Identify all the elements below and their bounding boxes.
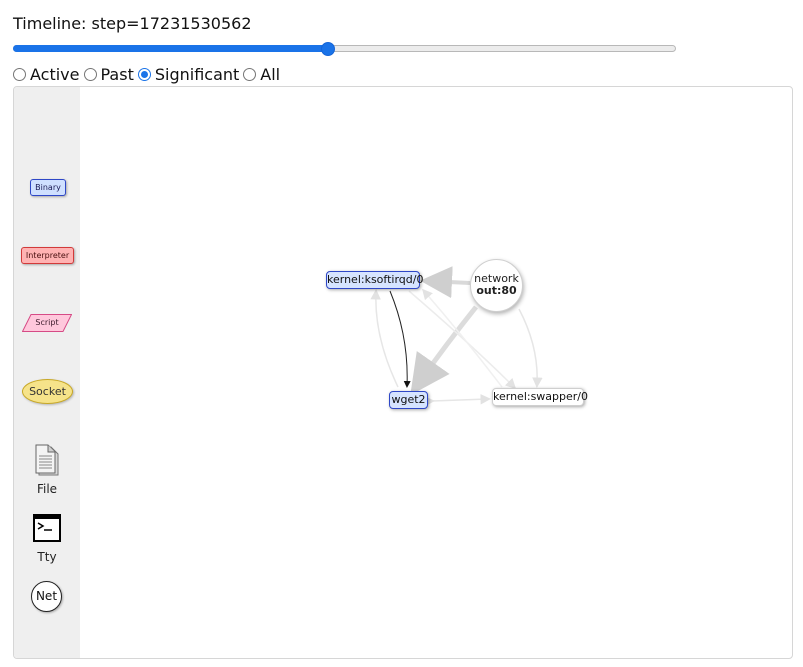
radio-active-circle[interactable] bbox=[13, 67, 26, 81]
file-icon bbox=[35, 444, 59, 476]
radio-past[interactable]: Past bbox=[83, 64, 134, 84]
legend-file-label: File bbox=[36, 482, 58, 496]
graph-panel[interactable]: Binary Interpreter Script Socket File T bbox=[13, 86, 793, 659]
radio-active[interactable]: Active bbox=[13, 65, 80, 84]
radio-past-label[interactable]: Past bbox=[100, 64, 134, 84]
edge-network-swapper bbox=[518, 308, 543, 388]
legend-interpreter: Interpreter bbox=[21, 247, 74, 264]
node-network-type: network bbox=[474, 272, 519, 285]
radio-past-circle[interactable] bbox=[83, 67, 97, 81]
edge-wget-swapper bbox=[424, 394, 491, 407]
legend-net: Net bbox=[31, 581, 62, 612]
radio-significant[interactable]: Significant bbox=[137, 64, 240, 84]
edge-swapper-ksoftirqd bbox=[422, 288, 503, 388]
legend-socket: Socket bbox=[22, 379, 73, 404]
graph-edges bbox=[370, 266, 543, 407]
node-ksoftirqd[interactable]: kernel:ksoftirqd/0 bbox=[326, 271, 423, 289]
radio-all[interactable]: All bbox=[243, 65, 280, 84]
radio-significant-circle[interactable] bbox=[137, 67, 151, 81]
slider-thumb[interactable] bbox=[320, 42, 335, 56]
script-shape bbox=[22, 314, 72, 332]
edge-network-wget bbox=[410, 305, 478, 396]
slider-fill bbox=[13, 45, 328, 52]
edge-network-ksoftirqd bbox=[420, 266, 471, 299]
node-network[interactable]: network out:80 bbox=[470, 259, 523, 312]
node-swapper[interactable]: kernel:swapper/0 bbox=[492, 388, 588, 406]
node-wget2[interactable]: wget2 bbox=[389, 391, 428, 409]
filter-radio-group: Active Past Significant All bbox=[13, 64, 284, 84]
legend-tty-label: Tty bbox=[37, 550, 57, 564]
radio-all-label[interactable]: All bbox=[260, 64, 281, 84]
timeline-slider[interactable] bbox=[13, 42, 676, 56]
radio-significant-label[interactable]: Significant bbox=[154, 64, 240, 84]
legend-binary: Binary bbox=[30, 179, 66, 196]
edge-wget-ksoftirqd bbox=[370, 289, 399, 388]
legend-sidebar: Binary Interpreter Script Socket File T bbox=[14, 87, 80, 658]
radio-active-label[interactable]: Active bbox=[30, 64, 80, 84]
legend-script-label: Script bbox=[35, 318, 59, 327]
timeline-label: Timeline: step=17231530562 bbox=[13, 14, 252, 33]
edge-ksoftirqd-wget bbox=[389, 290, 411, 388]
node-network-port: out:80 bbox=[476, 284, 517, 297]
legend-script: Script bbox=[22, 314, 72, 332]
terminal-icon bbox=[33, 514, 61, 542]
radio-all-circle[interactable] bbox=[243, 67, 257, 81]
